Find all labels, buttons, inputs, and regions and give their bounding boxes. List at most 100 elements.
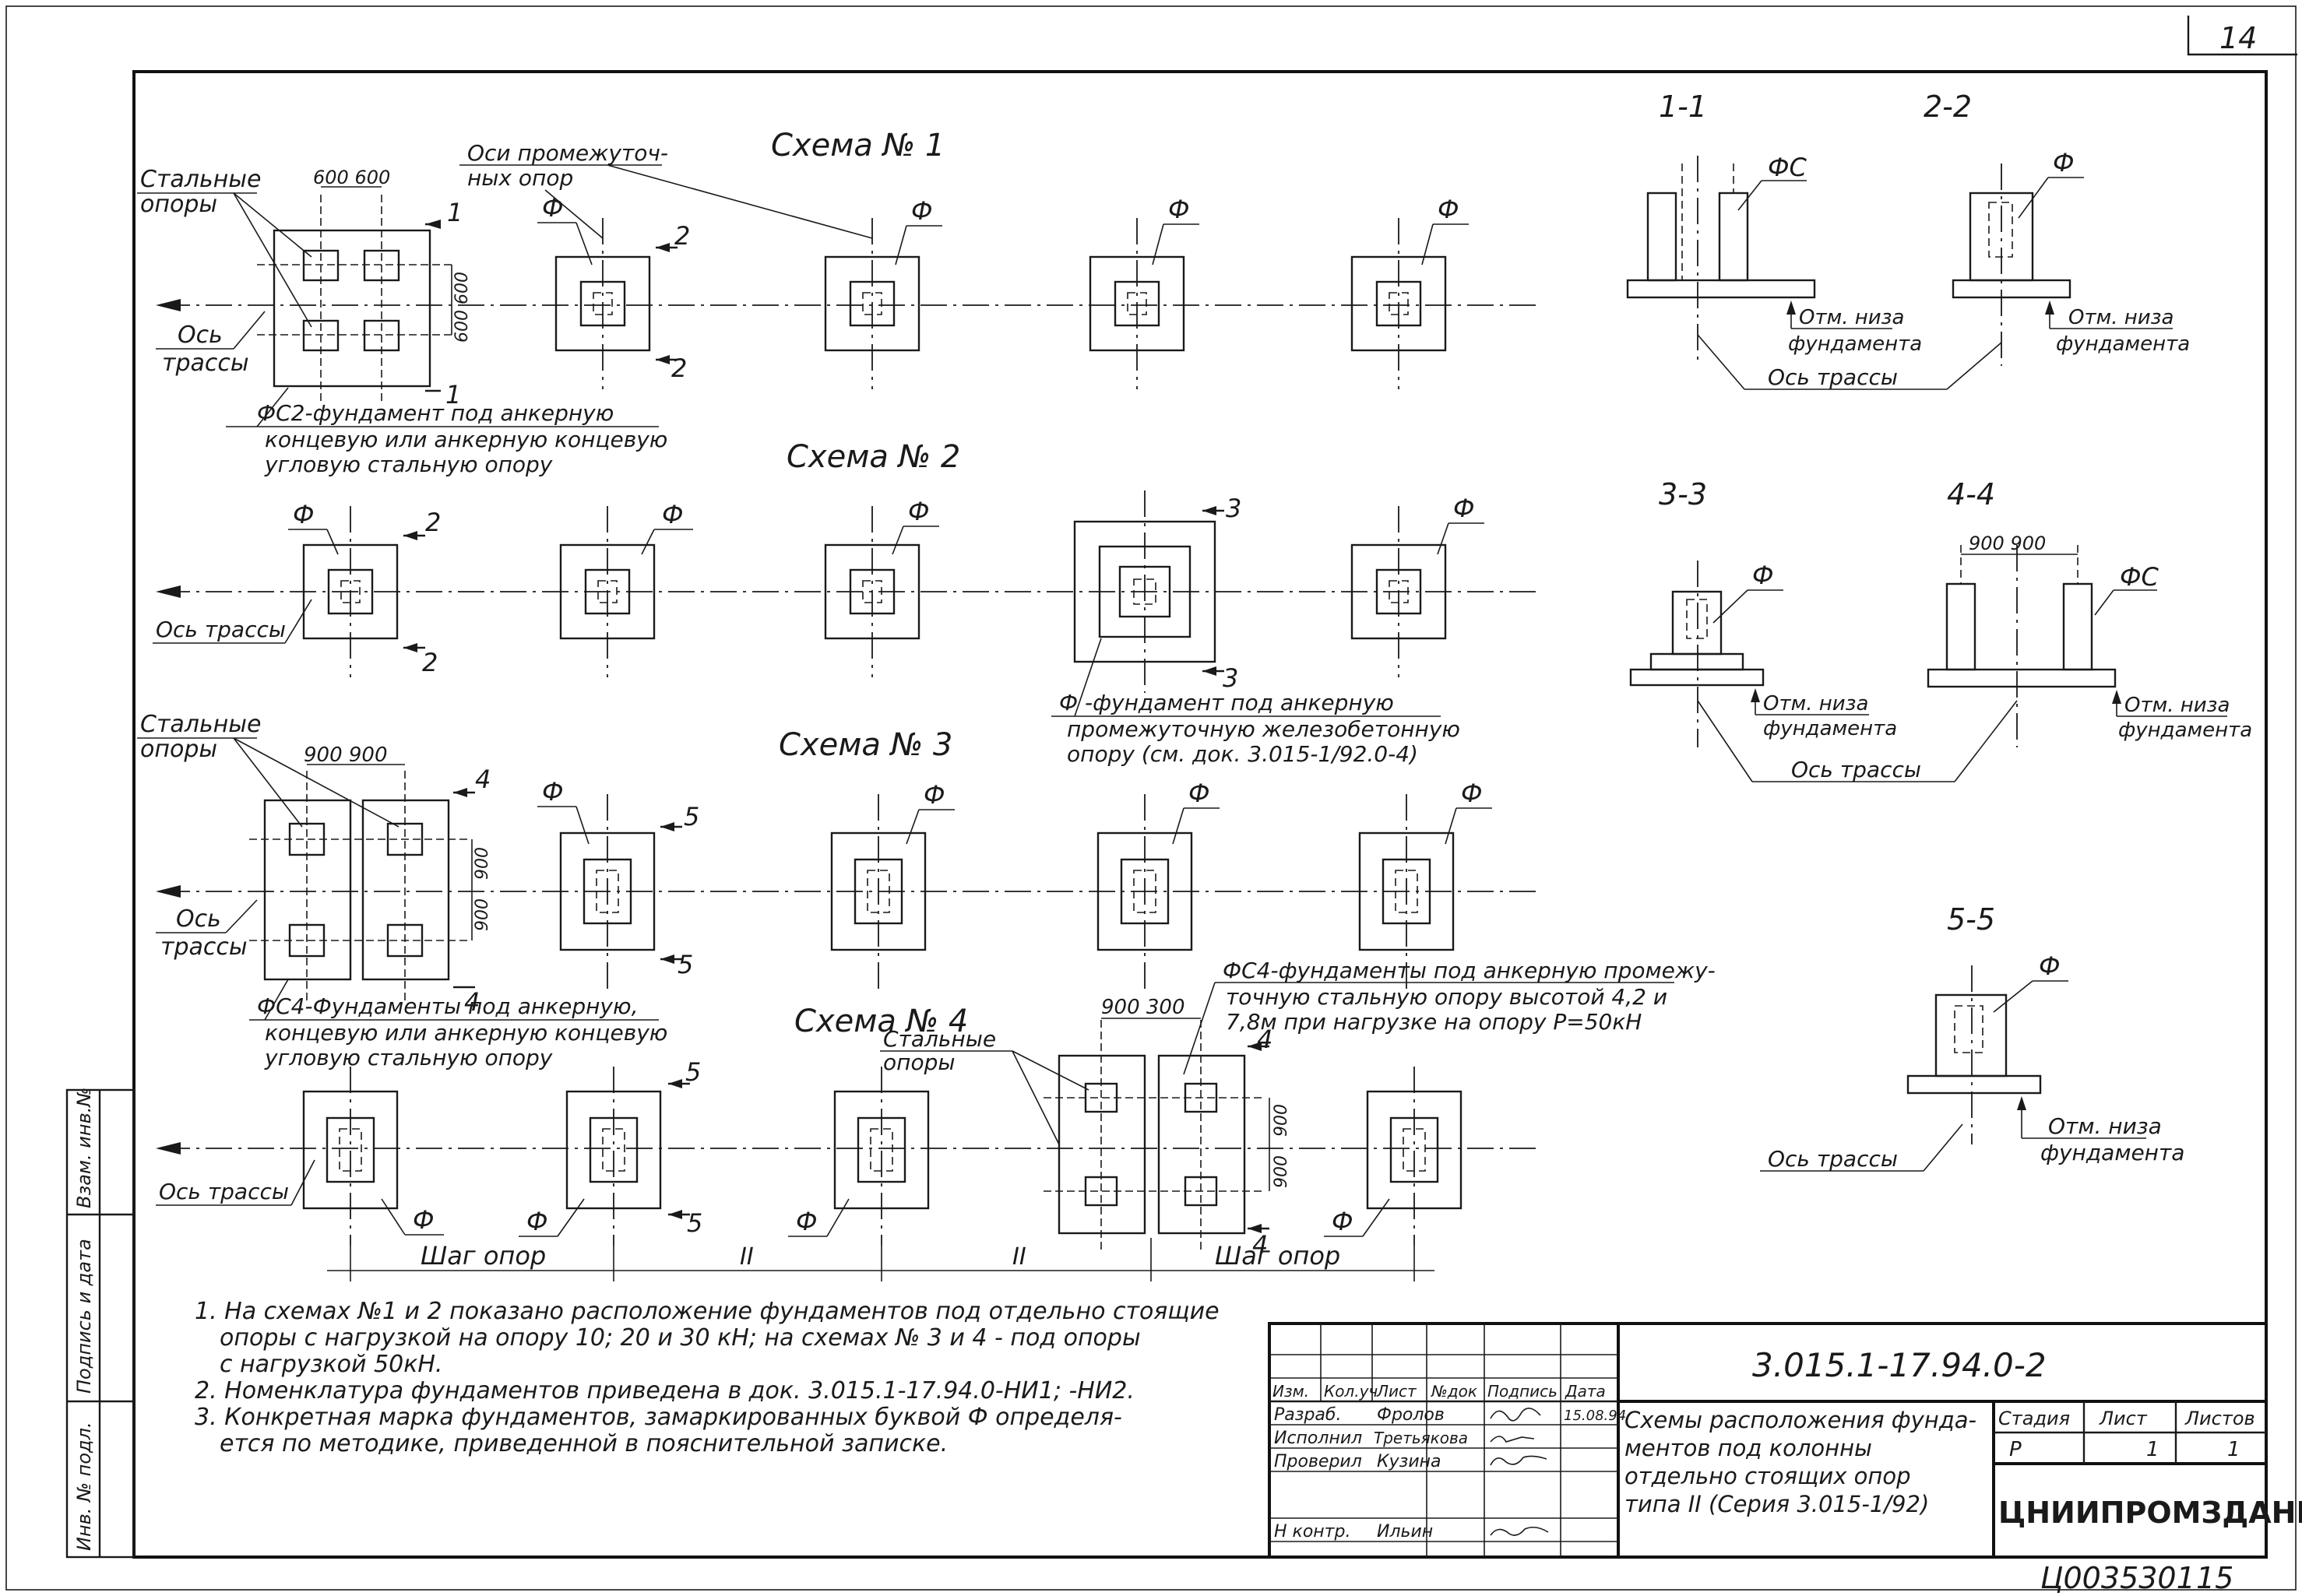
foundation-s4-5 [1366,1067,1463,1246]
f-label-s4-1: Ф [413,1205,435,1235]
section-4-4-dims: 900 900 [1969,533,2046,554]
foundation-s4-2 [565,1067,662,1246]
steel-supports-s3-l2: опоры [140,736,217,763]
dim-900-s4-a: 900 [1272,1104,1291,1137]
section-1-1-title: 1-1 [1659,90,1707,124]
dim-900-s4-b: 900 [1272,1155,1291,1188]
f-label-s3-3: Ф [1188,779,1210,808]
drawing-frame [5,5,2297,1591]
tb-hdr-ndok: №док [1431,1382,1477,1401]
foundation-s2-4-large [1073,490,1216,693]
steel-supports-s3-l1: Стальные [140,711,261,738]
fs2-note-l3: угловую стальную опору [264,452,553,477]
f-label-s2-2: Ф [662,500,684,529]
f-label-s4-5: Ф [1332,1207,1353,1236]
section-1-1: 1-1 ФС Отм. низа фундамента [1626,90,1922,366]
route-axis-s1-l1: Ось [178,322,223,349]
dim-900-300-s4: 900 300 [1101,996,1185,1019]
note-2: 2. Номенклатура фундаментов приведена в … [195,1377,1135,1404]
foundation-s2-3 [824,506,920,677]
cut-3-top: 3 [1226,494,1241,523]
cut-1-top: 1 [447,198,463,227]
intermediate-axes-l1: Оси промежуточ- [467,140,668,166]
fs2-note-l1: ФС2-фундамент под анкерную [257,400,614,426]
cut-2-bot-s1: 2 [671,353,687,383]
step-ditto-2: II [1012,1243,1026,1271]
cut-4-bot-s3: 4 [464,987,480,1017]
tb-org: ЦНИИПРОМЗДАНИЙ [1998,1496,2302,1530]
general-notes: 1. На схемах №1 и 2 показано расположени… [195,1298,1220,1457]
section-3-3-f: Ф [1752,561,1774,590]
f-label-s1-2: Ф [911,196,933,226]
foundation-s2-5 [1350,506,1447,677]
section-2-2-mark-l1: Отм. низа [2068,306,2174,329]
signature-4 [1490,1526,1549,1536]
section-12-route-axis: Ось трассы [1768,364,1898,390]
scheme-2: 2 2 3 3 Ф Ф Ф Ф Ось трассы Ф -фундамент … [153,490,1542,767]
foundation-s4-3 [833,1067,930,1246]
signature-1 [1490,1408,1541,1422]
scheme-1: 600 600 600 600 1 1 [137,140,1542,477]
scheme-4: 900 300 900 900 4 4 5 5 Ф Ф Ф Ф Стальн [156,958,1716,1281]
section-2-2: 2-2 Ф Отм. низа фундамента Ось трассы [1697,90,2190,390]
f-label-s4-3: Ф [796,1207,818,1236]
tb-title-l3: отдельно стоящих опор [1624,1463,1911,1489]
f-note-l3: опору (см. док. 3.015-1/92.0-4) [1067,741,1418,767]
cut-3-bot: 3 [1223,663,1238,693]
foundation-s3-2 [830,794,927,989]
fs2-note-l2: концевую или анкерную концевую [265,427,667,452]
section-1-1-mark-l2: фундамента [1788,332,1922,356]
foundation-s1-2 [824,218,920,389]
scheme-2-title: Схема № 2 [787,439,960,475]
section-4-4-title: 4-4 [1947,477,1995,511]
note-1-l2: опоры с нагрузкой на опору 10; 20 и 30 к… [220,1324,1141,1352]
side-stamp-inv-new: Взам. инв.№ [73,1088,95,1208]
fs4-note2-l1: ФС4-фундаменты под анкерную промежу- [1223,958,1716,983]
scheme-3-title: Схема № 3 [779,727,952,763]
tb-sheets: 1 [2227,1438,2240,1461]
f-note-l2: промежуточную железобетонную [1067,716,1460,742]
signature-3 [1490,1455,1547,1466]
steel-supports-s1-l1: Стальные [140,166,261,193]
archive-number: Ц0035301 [2040,1561,2195,1595]
intermediate-axes-l2: ных опор [467,165,573,191]
section-3-3-mark-l1: Отм. низа [1763,692,1868,715]
cut-5-bot-s3: 5 [678,950,693,979]
tb-stage-hdr: Стадия [1998,1408,2070,1429]
f-label-s3-2: Ф [924,780,945,810]
section-2-2-title: 2-2 [1924,90,1972,124]
cut-4-top-s3: 4 [475,765,491,794]
cut-2-bot-s2: 2 [422,648,438,677]
f-label-s2-3: Ф [908,497,930,526]
route-axis-s2: Ось трассы [156,617,286,642]
steel-supports-s4-l1: Стальные [883,1026,996,1052]
page-suffix: 15 [2196,1561,2233,1595]
dim-900-900-s3: 900 900 [304,744,388,767]
tb-hdr-kol: Кол.уч [1324,1382,1378,1401]
route-axis-s4: Ось трассы [159,1179,289,1204]
note-1-l3: с нагрузкой 50кН. [220,1351,442,1378]
dim-600-vert-s1: 600 600 [452,272,472,343]
note-3-l1: 3. Конкретная марка фундаментов, замарки… [195,1404,1122,1431]
side-stamp-inv: Инв. № подл. [73,1422,95,1551]
tb-role-1: Разраб. [1274,1405,1341,1425]
route-axis-s3-l2: трассы [160,933,248,961]
tb-role-2: Исполнил [1274,1429,1362,1448]
fs4-note-l3: угловую стальную опору [264,1045,553,1070]
f-note-l1: Ф -фундамент под анкерную [1059,690,1394,715]
side-stamp-sign: Подпись и дата [73,1239,95,1394]
foundation-s2-2 [559,506,656,677]
f-label-s1-1: Ф [542,193,564,223]
section-3-3: 3-3 Ф Отм. низа фундамента [1629,477,1897,747]
tb-code: 3.015.1-17.94.0-2 [1752,1346,2047,1384]
f-label-s2-1: Ф [293,500,315,529]
tb-hdr-sign: Подпись [1487,1382,1558,1401]
section-5-5-title: 5-5 [1947,902,1995,937]
tb-role-4: Н контр. [1274,1522,1350,1542]
foundation-s3-1 [559,794,656,989]
f-label-s3-1: Ф [542,777,564,807]
scheme-3: 900 900 900 900 4 4 [137,711,1542,1070]
cut-4-top-s4: 4 [1257,1025,1272,1054]
fs4-note2-l3: 7,8м при нагрузке на опору P=50кН [1226,1009,1642,1035]
route-axis-s3-l1: Ось [176,905,221,933]
